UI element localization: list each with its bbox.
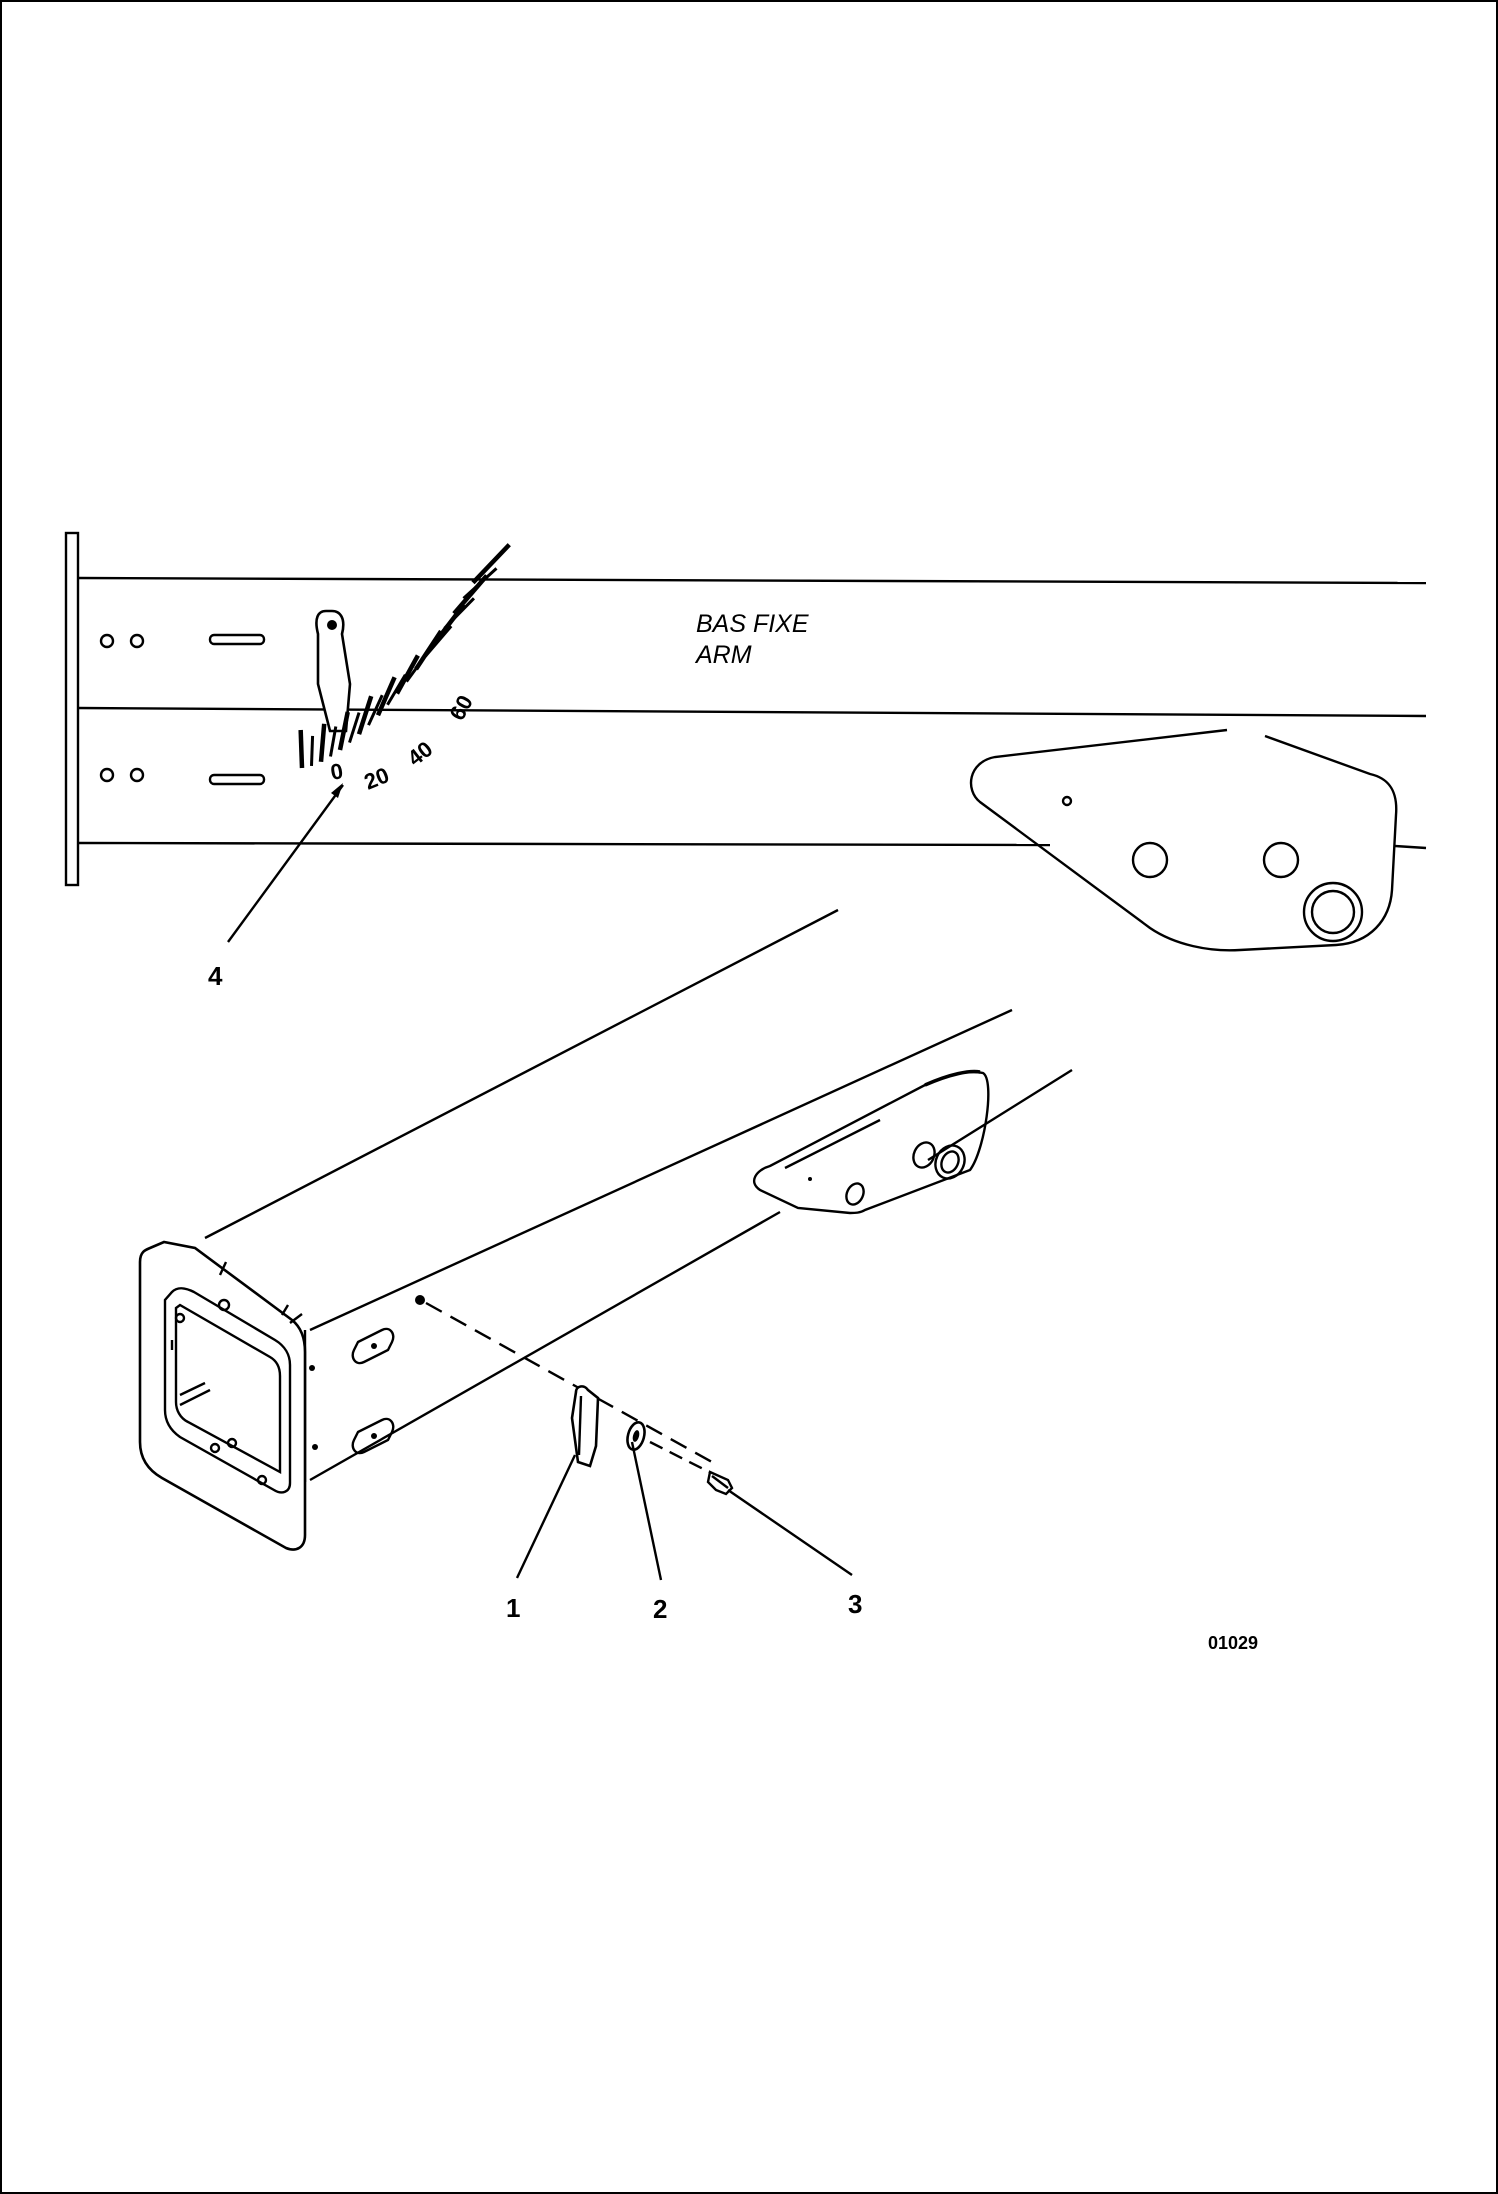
scale-tick <box>471 543 511 585</box>
boom-middle-edge <box>77 706 1427 718</box>
arm-label-line1: BAS FIXE <box>696 610 809 638</box>
front-flange <box>138 1240 307 1551</box>
hole <box>99 633 115 649</box>
bracket-hole <box>1262 841 1300 879</box>
part-1-pointer <box>570 1385 600 1468</box>
scale-tick <box>462 567 498 600</box>
boom-bracket <box>753 1070 990 1215</box>
scale-tick <box>348 712 361 744</box>
leader-line-4 <box>227 784 344 943</box>
boom-lower-edge <box>309 1210 781 1482</box>
boom-slot <box>351 1327 395 1365</box>
bracket-small-hole <box>1061 795 1073 807</box>
boom-bracket-hole <box>912 1141 936 1169</box>
scale-tick <box>329 726 338 757</box>
hole <box>99 767 115 783</box>
figure-number: 01029 <box>1208 1633 1258 1653</box>
arm-label-line2: ARM <box>694 641 752 669</box>
pointer-pivot <box>327 620 337 630</box>
mounting-hole <box>415 1295 425 1305</box>
detail-view: 0 20 40 60 BAS FIXE ARM <box>64 531 1427 952</box>
scale-label-40: 40 <box>403 736 438 771</box>
slot <box>208 633 266 646</box>
bracket-hole <box>1131 841 1169 879</box>
scale-label-20: 20 <box>361 762 393 794</box>
callout-4: 4 <box>208 961 223 991</box>
callout-2: 2 <box>653 1594 667 1624</box>
end-plate <box>64 531 80 887</box>
boom-bracket-hole <box>845 1182 865 1206</box>
boom-bracket-bushing <box>934 1144 966 1180</box>
assembly-axis <box>425 1301 713 1464</box>
hole <box>129 633 145 649</box>
side-bracket <box>969 728 1398 952</box>
scale-tick <box>356 695 374 735</box>
boom-upper-edge <box>204 908 839 1240</box>
scale-tick <box>337 711 350 751</box>
scale-tick <box>443 597 476 630</box>
scale-tick <box>375 676 397 717</box>
scale-tick <box>310 735 315 766</box>
bracket-bushing-outer <box>1302 881 1364 943</box>
scale-tick <box>367 694 384 726</box>
scale-tick <box>298 729 305 769</box>
boom-slot <box>351 1417 395 1455</box>
scale-tick <box>395 654 420 695</box>
hole <box>129 767 145 783</box>
callout-3: 3 <box>848 1589 862 1619</box>
boom-mid-edge <box>309 1008 1013 1332</box>
scale-label-60: 60 <box>444 691 478 724</box>
scale-tick <box>318 723 327 763</box>
leader-line-2 <box>630 1441 663 1581</box>
boom-isometric <box>138 908 1073 1581</box>
boom-bottom-edge <box>77 841 1051 847</box>
leader-line-1 <box>515 1454 577 1579</box>
angle-scale <box>298 543 511 769</box>
leader-line-3 <box>727 1489 853 1576</box>
bracket-bushing-inner <box>1310 889 1356 935</box>
boom-top-edge <box>77 576 1427 585</box>
callout-1: 1 <box>506 1593 520 1623</box>
slot <box>208 773 266 786</box>
scale-label-0: 0 <box>329 758 345 785</box>
flange-opening <box>163 1287 292 1494</box>
